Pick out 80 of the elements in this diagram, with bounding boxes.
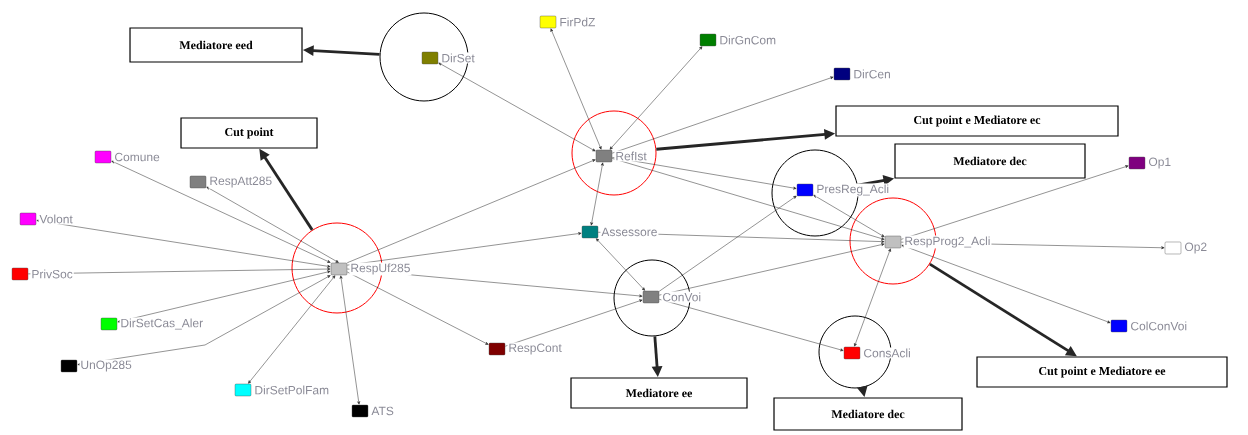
arrow bbox=[206, 186, 339, 263]
node-label: ConsAcli bbox=[862, 347, 912, 359]
node-square bbox=[884, 235, 902, 249]
arrow bbox=[111, 160, 331, 263]
node-square bbox=[351, 404, 369, 418]
node-square bbox=[1128, 156, 1146, 170]
node-square bbox=[189, 175, 207, 189]
node-label: Assessore bbox=[600, 226, 659, 238]
node-label: DirSet bbox=[440, 52, 476, 64]
node-square bbox=[11, 267, 29, 281]
highlight-circle bbox=[571, 110, 657, 196]
arrow bbox=[504, 299, 643, 347]
node-label: PrivSoc bbox=[30, 268, 74, 280]
node-square bbox=[595, 149, 613, 163]
node-square bbox=[1164, 241, 1182, 255]
node-label: Op1 bbox=[1147, 156, 1173, 170]
arrow bbox=[596, 238, 645, 291]
arrow bbox=[900, 165, 1129, 240]
node-square bbox=[539, 15, 557, 29]
arrow bbox=[438, 62, 596, 152]
node-square bbox=[796, 183, 814, 197]
node-square bbox=[100, 317, 118, 331]
node-square bbox=[94, 150, 112, 164]
arrow bbox=[77, 275, 331, 366]
arrow bbox=[813, 194, 885, 238]
label-box: Cut point e Mediatore ee bbox=[976, 356, 1228, 388]
label-box: Cut point bbox=[180, 117, 318, 149]
node-square bbox=[60, 359, 78, 373]
arrow bbox=[346, 271, 489, 345]
node-label: DirSetCas_Aler bbox=[119, 317, 205, 331]
node-square bbox=[488, 342, 506, 356]
arrow bbox=[590, 162, 604, 226]
arrow bbox=[36, 219, 331, 268]
node-label: RespCont bbox=[507, 342, 563, 356]
node-label: ColConVoi bbox=[1129, 320, 1189, 332]
node-square bbox=[642, 290, 660, 304]
arrow bbox=[658, 299, 844, 352]
node-label: UnOp285 bbox=[79, 359, 133, 373]
arrow bbox=[346, 159, 596, 264]
arrow bbox=[339, 275, 361, 405]
node-label: Volont bbox=[38, 213, 74, 225]
node-square bbox=[581, 225, 599, 239]
node-label: ATS bbox=[370, 405, 395, 417]
arrow bbox=[117, 270, 331, 323]
node-label: DirCen bbox=[852, 68, 892, 80]
node-label: RespProg2_Acli bbox=[903, 235, 992, 249]
label-box: Mediatore dec bbox=[894, 143, 1086, 179]
label-box: Mediatore dec bbox=[773, 397, 963, 431]
arrow bbox=[550, 28, 602, 150]
node-square bbox=[699, 33, 717, 47]
label-box: Mediatore ee bbox=[570, 377, 748, 409]
node-square bbox=[330, 262, 348, 276]
node-square bbox=[843, 346, 861, 360]
node-label: PresReg_Acli bbox=[815, 183, 891, 197]
node-label: DirSetPolFam bbox=[253, 384, 331, 396]
arrow bbox=[611, 158, 885, 240]
node-label: Comune bbox=[113, 151, 161, 163]
arrow bbox=[658, 243, 885, 296]
arrow bbox=[611, 76, 834, 154]
arrow bbox=[609, 46, 703, 150]
arrow bbox=[854, 248, 891, 347]
arrow bbox=[901, 244, 1111, 324]
arrow bbox=[346, 232, 582, 266]
arrow bbox=[248, 275, 336, 384]
node-label: Op2 bbox=[1183, 241, 1209, 255]
label-box: Mediatore eed bbox=[129, 27, 303, 63]
node-square bbox=[1110, 319, 1128, 333]
node-label: RefIst bbox=[614, 150, 648, 162]
arrow bbox=[611, 157, 797, 190]
node-square bbox=[234, 383, 252, 397]
node-label: ConVoi bbox=[661, 291, 703, 303]
node-square bbox=[19, 212, 37, 226]
node-label: DirGnCom bbox=[718, 34, 778, 46]
arrow bbox=[658, 195, 797, 292]
label-box: Cut point e Mediatore ec bbox=[835, 105, 1119, 137]
node-label: FirPdZ bbox=[558, 16, 597, 28]
node-square bbox=[421, 51, 439, 65]
node-label: RespUf285 bbox=[349, 262, 412, 276]
node-square bbox=[833, 67, 851, 81]
node-label: RespAtt285 bbox=[208, 175, 274, 189]
